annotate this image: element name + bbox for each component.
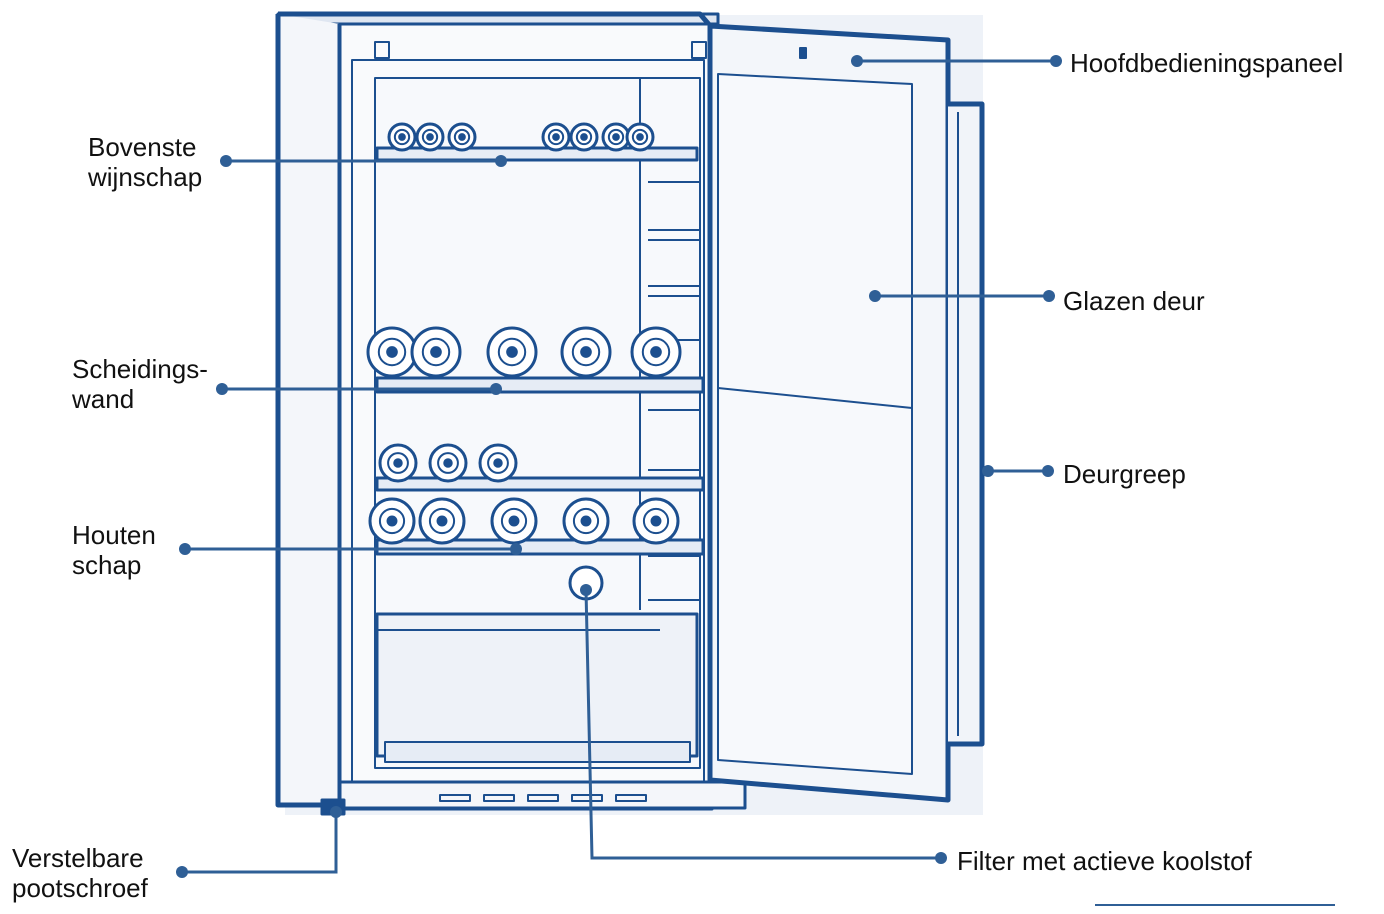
side-rail-5 <box>648 555 701 601</box>
side-rail-2 <box>648 239 701 287</box>
leader-foot <box>182 812 338 874</box>
door-glass-divider <box>717 387 913 409</box>
label-glass-door: Glazen deur <box>1063 286 1205 316</box>
bottle-cork <box>506 346 518 358</box>
dot-door-handle-a <box>982 465 994 477</box>
dot-control-panel-b <box>1050 55 1062 67</box>
cabinet-body <box>275 11 747 816</box>
label-divider: Scheidings- wand <box>72 354 208 414</box>
wine-bottles <box>366 122 682 545</box>
bottle-cork <box>443 458 453 468</box>
label-control-panel: Hoofdbedieningspaneel <box>1070 48 1344 78</box>
cabinet-left-side <box>275 14 343 808</box>
bottle-cork <box>612 133 620 141</box>
leader-dots <box>176 55 1062 878</box>
dot-door-handle-b <box>1042 465 1054 477</box>
bottle-cork <box>393 458 403 468</box>
label-wooden-shelf: Houten schap <box>72 520 156 580</box>
bottle-cork <box>458 133 466 141</box>
label-carbon-filter: Filter met actieve koolstof <box>957 846 1252 876</box>
dot-glass-door-b <box>1043 290 1055 302</box>
bottom-compartment <box>375 612 699 758</box>
bottom-tray <box>384 741 691 763</box>
door-glass-panel <box>717 73 913 775</box>
leader-filter <box>584 589 941 860</box>
label-top-wine-shelf: Bovenste wijnschap <box>88 132 203 192</box>
dot-divider-b <box>490 383 502 395</box>
dot-divider-a <box>216 383 228 395</box>
vent-5 <box>615 794 647 802</box>
bottle-cork <box>386 515 398 527</box>
glass-door-assembly <box>707 23 985 803</box>
bottle-cork <box>580 515 592 527</box>
dot-glass-door-a <box>869 290 881 302</box>
dot-foot-b <box>330 806 342 818</box>
label-door-handle: Deurgreep <box>1063 459 1186 489</box>
bottle-cork <box>580 133 588 141</box>
side-rail-1 <box>648 181 701 231</box>
side-rail-4 <box>648 409 701 471</box>
dot-filter-a <box>580 584 592 596</box>
leader-lines <box>182 59 1056 874</box>
bottle-cork <box>508 515 520 527</box>
dot-control-panel-a <box>851 55 863 67</box>
bottle-cork <box>650 515 662 527</box>
door-lock <box>799 47 807 59</box>
dot-top-shelf-b <box>495 155 507 167</box>
bottle-cork <box>430 346 442 358</box>
dot-filter-b <box>935 852 947 864</box>
middle-shelf <box>375 476 705 492</box>
bottle-cork <box>436 515 448 527</box>
dot-foot-a <box>176 866 188 878</box>
bottle-cork <box>493 458 503 468</box>
door-handle-bar <box>948 101 985 747</box>
bottle-cork <box>552 133 560 141</box>
bottle-cork <box>580 346 592 358</box>
bottle-cork <box>650 346 662 358</box>
bottle-cork <box>636 133 644 141</box>
label-adjustable-foot: Verstelbare pootschroef <box>12 843 148 903</box>
dot-wood-shelf-b <box>510 543 522 555</box>
bottle-cork <box>426 133 434 141</box>
bottle-cork <box>386 346 398 358</box>
vent-4 <box>571 794 603 802</box>
top-latch-right <box>691 41 707 59</box>
bottle-cork <box>398 133 406 141</box>
vent-1 <box>439 794 471 802</box>
vent-2 <box>483 794 515 802</box>
vent-3 <box>527 794 559 802</box>
dot-wood-shelf-a <box>179 543 191 555</box>
dot-top-shelf-a <box>220 155 232 167</box>
top-latch-left <box>374 41 390 59</box>
